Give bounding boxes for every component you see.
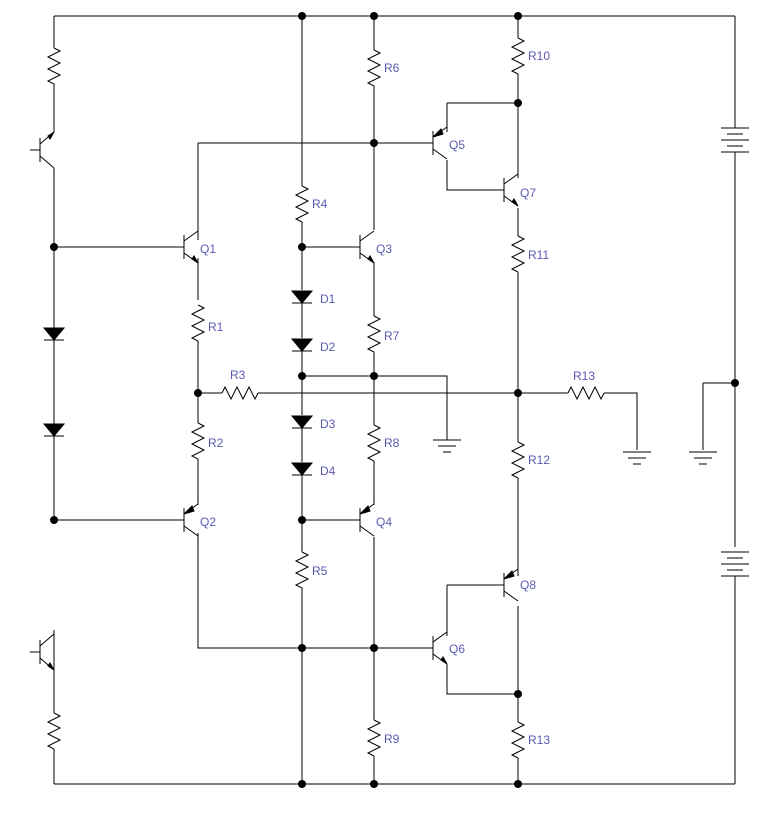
diode-d3 — [290, 415, 314, 429]
resistor-r8 — [366, 424, 382, 462]
label-r3: R3 — [230, 368, 246, 382]
diodes — [42, 290, 314, 476]
batteries — [721, 127, 749, 577]
battery-bottom — [721, 551, 749, 577]
junction-dots — [50, 12, 739, 788]
resistor-r1 — [190, 304, 206, 345]
transistor-q8 — [503, 568, 519, 602]
label-r12: R12 — [528, 453, 550, 467]
resistor-r12 — [510, 441, 526, 479]
transistor-q5 — [432, 126, 448, 160]
label-r5: R5 — [312, 564, 328, 578]
label-r8: R8 — [384, 436, 400, 450]
label-q3: Q3 — [376, 242, 392, 256]
label-q2: Q2 — [200, 515, 216, 529]
label-q1: Q1 — [200, 242, 216, 256]
resistor-left-bottom — [46, 712, 62, 750]
transistor-q6 — [432, 631, 448, 665]
label-r9: R9 — [384, 732, 400, 746]
label-r13-load: R13 — [573, 369, 595, 383]
resistor-r2 — [190, 422, 206, 460]
resistor-r10 — [510, 37, 526, 75]
resistor-r5 — [294, 551, 310, 590]
resistor-r3 — [221, 385, 259, 401]
label-r10: R10 — [528, 49, 550, 63]
transistor-q7 — [503, 173, 519, 207]
label-r4: R4 — [312, 197, 328, 211]
wires — [30, 15, 736, 785]
label-q8: Q8 — [520, 578, 536, 592]
diode-d4 — [290, 462, 314, 476]
label-r6: R6 — [384, 61, 400, 75]
resistor-r13-bottom — [510, 721, 526, 759]
ground-battery — [689, 451, 717, 465]
transistor-q4 — [359, 503, 375, 537]
resistor-r9 — [366, 719, 382, 757]
label-r13-bottom: R13 — [528, 733, 550, 747]
transistor-left-top — [47, 131, 55, 140]
resistor-r6 — [366, 49, 382, 88]
resistors — [46, 37, 605, 759]
label-r11: R11 — [528, 248, 549, 262]
label-r7: R7 — [384, 329, 400, 343]
transistor-left-bottom — [47, 662, 55, 671]
diode-d1 — [290, 290, 314, 304]
transistor-q2 — [183, 503, 199, 537]
diode-d2 — [290, 338, 314, 352]
label-q4: Q4 — [376, 515, 392, 529]
resistor-left-top — [46, 47, 62, 86]
transistors — [47, 126, 519, 671]
label-q7: Q7 — [520, 186, 536, 200]
label-d4: D4 — [320, 464, 336, 478]
label-q5: Q5 — [449, 138, 465, 152]
label-d1: D1 — [320, 292, 336, 306]
grounds — [433, 439, 717, 465]
resistor-r7 — [366, 315, 382, 354]
resistor-r13-load — [567, 385, 605, 401]
diode-left-lower — [42, 423, 66, 437]
label-r2: R2 — [208, 436, 224, 450]
diode-left-upper — [42, 327, 66, 341]
label-q6: Q6 — [449, 642, 465, 656]
ground-load — [623, 451, 651, 465]
labels: Q1 Q2 Q3 Q4 Q5 Q6 Q7 Q8 R1 R2 R3 R4 R5 R… — [200, 49, 595, 747]
ground-center — [433, 439, 461, 453]
label-d3: D3 — [320, 417, 336, 431]
transistor-q3 — [359, 230, 375, 264]
label-d2: D2 — [320, 340, 336, 354]
resistor-r4 — [294, 185, 310, 223]
battery-top — [721, 127, 749, 153]
transistor-q1 — [183, 230, 199, 264]
resistor-r11 — [510, 235, 526, 273]
label-r1: R1 — [208, 320, 224, 334]
